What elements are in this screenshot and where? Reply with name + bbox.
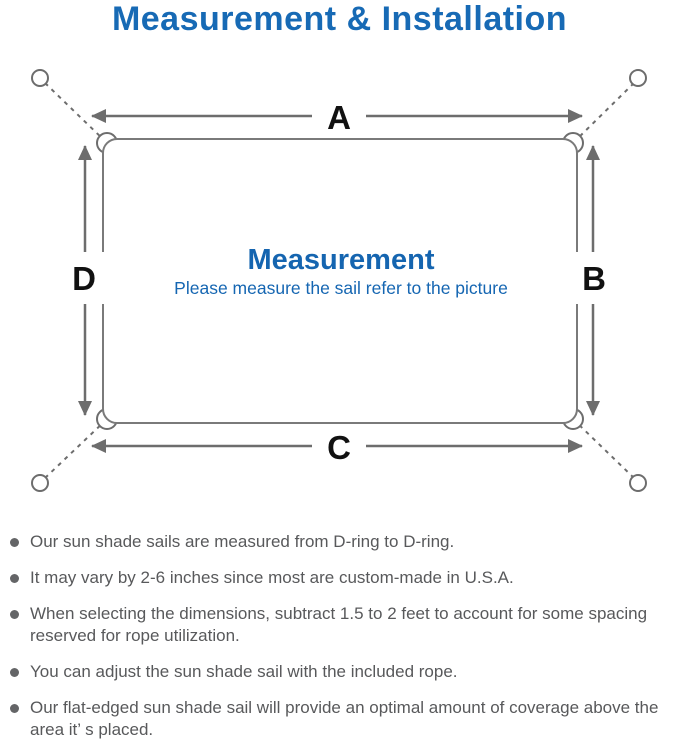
dimension-label-c: C — [327, 429, 351, 466]
list-item: Our sun shade sails are measured from D-… — [0, 531, 679, 553]
note-text: It may vary by 2-6 inches since most are… — [30, 568, 514, 587]
diagram-center-subtitle: Please measure the sail refer to the pic… — [174, 278, 508, 298]
page-title: Measurement & Installation — [111, 0, 568, 38]
bullet-icon — [10, 667, 19, 677]
tether-bottom-right — [573, 419, 635, 479]
measurement-diagram: A B C D Measurement Please measure the s… — [31, 69, 647, 492]
tether-top-left — [44, 82, 107, 143]
bullet-icon — [10, 609, 19, 619]
dimension-label-a: A — [327, 99, 351, 136]
note-text: Our flat-edged sun shade sail will provi… — [30, 698, 659, 739]
tether-bottom-left — [44, 419, 107, 479]
anchor-ring-bottom-right-icon — [629, 474, 647, 492]
list-item: You can adjust the sun shade sail with t… — [0, 661, 679, 683]
bullet-icon — [10, 703, 19, 713]
diagram-center-title: Measurement — [248, 244, 435, 276]
note-text: When selecting the dimensions, subtract … — [30, 604, 648, 645]
list-item: It may vary by 2-6 inches since most are… — [0, 567, 679, 589]
anchor-ring-top-right-icon — [629, 69, 647, 87]
anchor-ring-bottom-left-icon — [31, 474, 49, 492]
letter-backgrounds — [60, 94, 618, 468]
dimension-label-d: D — [72, 260, 96, 297]
list-item: When selecting the dimensions, subtract … — [0, 603, 679, 647]
tether-top-right — [573, 82, 635, 143]
note-text: Our sun shade sails are measured from D-… — [30, 532, 455, 551]
dimension-label-b: B — [582, 260, 606, 297]
list-item: Our flat-edged sun shade sail will provi… — [0, 697, 679, 741]
anchor-ring-top-left-icon — [31, 69, 49, 87]
anchor-rings — [31, 69, 647, 492]
bullet-icon — [10, 537, 19, 547]
notes-list: Our sun shade sails are measured from D-… — [0, 531, 679, 755]
note-text: You can adjust the sun shade sail with t… — [30, 662, 458, 681]
bullet-icon — [10, 573, 19, 583]
